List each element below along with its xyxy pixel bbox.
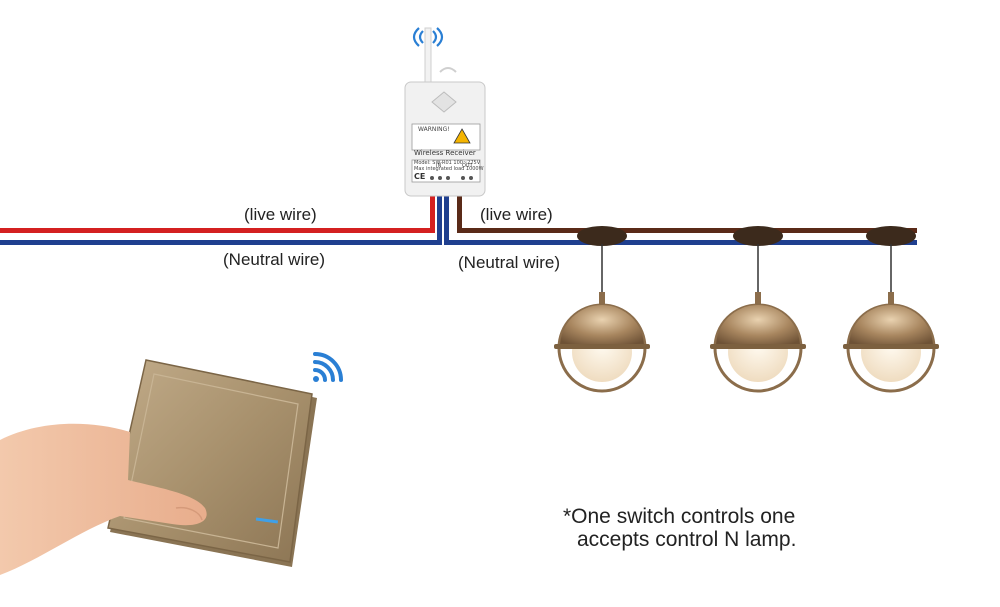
live-wire-right xyxy=(457,228,917,235)
neutral-drop-in xyxy=(437,194,442,245)
live-wire-left xyxy=(0,228,432,235)
switch-indicator-led xyxy=(255,517,279,524)
receiver-title: Wireless Receiver xyxy=(414,149,476,157)
receiver-warning-text: WARNING! xyxy=(418,126,450,133)
neutral-wire-label-left: (Neutral wire) xyxy=(223,250,326,269)
wireless-wall-switch xyxy=(107,359,317,567)
pendant-lamp-3 xyxy=(843,226,939,393)
switch-wifi-icon xyxy=(313,352,343,382)
neutral-wire-right xyxy=(444,240,917,245)
receiver-out-label: OUT xyxy=(462,163,473,169)
receiver-wifi-icon xyxy=(412,27,444,47)
neutral-wire-label-right: (Neutral wire) xyxy=(458,253,561,272)
pendant-lamp-2 xyxy=(710,226,806,393)
live-drop-in xyxy=(430,194,435,233)
live-drop-out xyxy=(457,194,462,233)
live-wire-label-right: (live wire) xyxy=(480,205,553,224)
receiver-in-label: IN xyxy=(436,163,442,169)
hand xyxy=(0,423,207,575)
note-line-1: *One switch controls one xyxy=(563,505,796,528)
note-line-2: accepts control N lamp. xyxy=(577,528,797,551)
neutral-drop-out xyxy=(444,194,449,245)
wireless-receiver xyxy=(404,27,486,197)
neutral-wire-left xyxy=(0,240,440,247)
receiver-load: Max integrated load 1000W xyxy=(414,166,484,172)
live-wire-label-left: (live wire) xyxy=(244,205,317,224)
pendant-lamp-1 xyxy=(554,226,650,393)
receiver-ce-mark: CE xyxy=(414,172,426,181)
receiver-model: Model: SW-R01 100~275V xyxy=(414,160,481,166)
